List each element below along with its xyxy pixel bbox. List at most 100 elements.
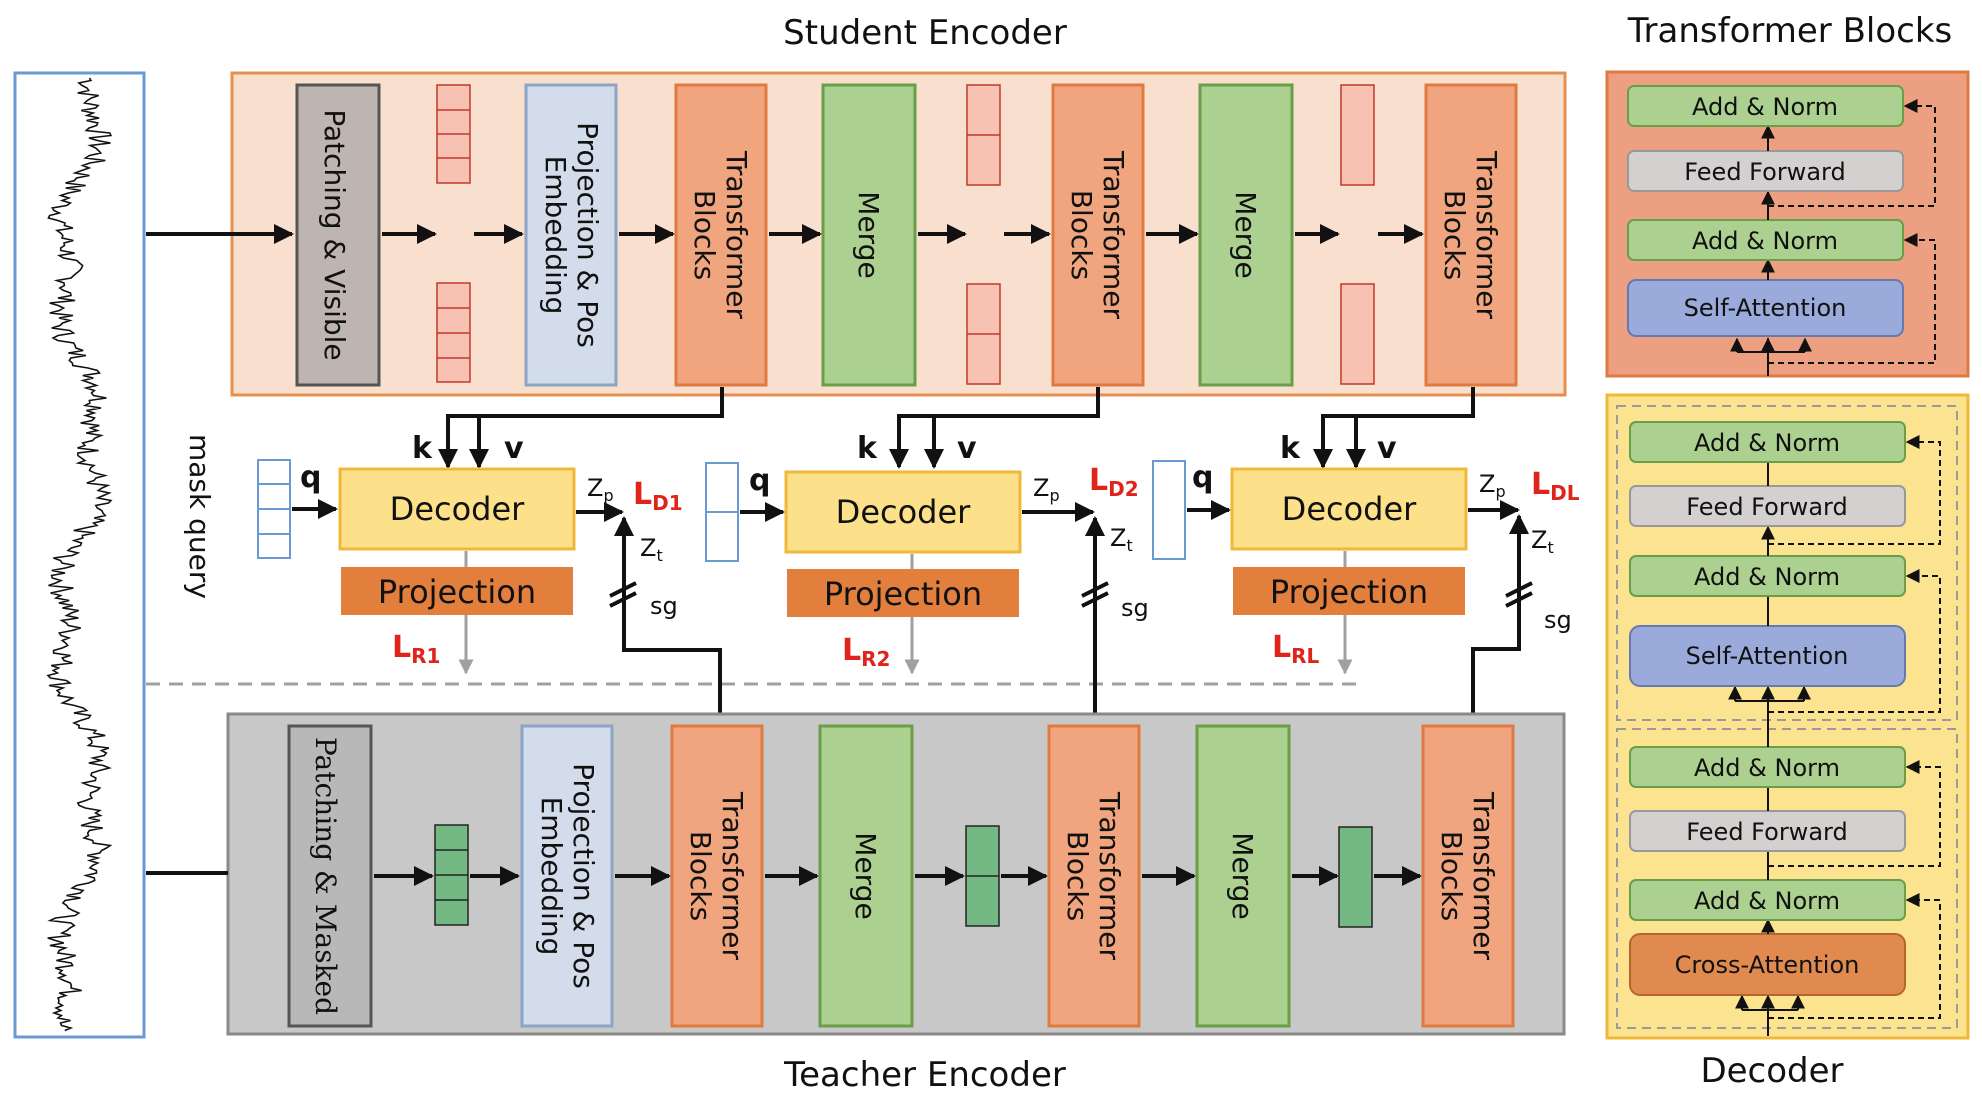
decoder-2 xyxy=(784,470,1022,554)
dec-add-norm-4-label: Add & Norm xyxy=(1694,429,1840,457)
student-projection-embedding xyxy=(524,83,618,387)
decoder-1 xyxy=(338,467,576,551)
projection-3-label: Projection xyxy=(1270,573,1428,611)
teacher-transformer-3-label-1: Transformer xyxy=(1467,791,1500,961)
student-transformer-2 xyxy=(1051,83,1145,387)
student-transformer-3-label-2: Blocks xyxy=(1438,190,1471,280)
k-label-1: k xyxy=(412,431,433,466)
mask-query-tokens-3 xyxy=(1152,460,1186,560)
student-patching-label: Patching & Visible xyxy=(318,109,351,360)
student-token-stack-2 xyxy=(966,84,1001,385)
mask-query-label: mask query xyxy=(183,434,216,599)
projection-2 xyxy=(787,569,1019,617)
zt-label-3: Zt xyxy=(1531,526,1554,557)
projection-1-label: Projection xyxy=(378,573,536,611)
input-time-series xyxy=(46,77,113,1032)
decoder-title: Decoder xyxy=(1700,1051,1843,1091)
projection-2-label: Projection xyxy=(824,575,982,613)
dec-feed-forward-2-label: Feed Forward xyxy=(1686,493,1847,521)
student-transformer-2-label-1: Transformer xyxy=(1097,150,1130,320)
transformer-blocks-title: Transformer Blocks xyxy=(1627,11,1953,51)
teacher-patching-block xyxy=(287,724,373,1028)
ldl-label: LDL xyxy=(1531,467,1580,505)
student-merge-1-label: Merge xyxy=(852,191,885,278)
student-patching-block xyxy=(295,83,381,387)
sg-label-1: sg xyxy=(650,592,678,620)
teacher-transformer-1-label-1: Transformer xyxy=(716,791,749,961)
tb-feed-forward-label: Feed Forward xyxy=(1684,158,1845,186)
zp-label-2: Zp xyxy=(1033,474,1060,505)
teacher-encoder-title: Teacher Encoder xyxy=(783,1055,1066,1094)
teacher-transformer-1-label-2: Blocks xyxy=(684,831,717,921)
v-label-1: v xyxy=(504,431,524,466)
teacher-merge-2-label: Merge xyxy=(1226,832,1259,919)
decoder-group-1: q Decoder Projection LR1 LD1 Zp Zt xyxy=(257,459,683,675)
zt-label-1: Zt xyxy=(640,534,663,565)
v-label-2: v xyxy=(957,431,977,466)
k-label-3: k xyxy=(1280,431,1301,466)
lr1-label: LR1 xyxy=(392,630,440,668)
student-transformer-1-label-1: Transformer xyxy=(720,150,753,320)
teacher-token-3 xyxy=(1338,826,1373,928)
student-proj-label-2: Embedding xyxy=(539,156,572,315)
tb-self-attention-label: Self-Attention xyxy=(1684,294,1847,322)
student-transformer-3 xyxy=(1424,83,1518,387)
zt-label-2: Zt xyxy=(1110,524,1133,555)
teacher-transformer-2-label-1: Transformer xyxy=(1093,791,1126,961)
teacher-transformer-1 xyxy=(670,724,764,1028)
decoder-group-2: q Decoder Projection LR2 LD2 Zp Zt xyxy=(705,462,1139,675)
input-series-frame xyxy=(13,71,146,1039)
tb-add-norm-1-label: Add & Norm xyxy=(1692,227,1838,255)
teacher-proj-label-2: Embedding xyxy=(535,797,568,956)
teacher-transformer-2-label-2: Blocks xyxy=(1061,831,1094,921)
student-merge-1 xyxy=(821,83,917,387)
student-transformer-2-label-2: Blocks xyxy=(1065,190,1098,280)
tb-panel-content: Self-Attention Add & Norm Feed Forward A… xyxy=(1627,85,1936,376)
projection-3 xyxy=(1233,567,1465,615)
projection-1 xyxy=(341,567,573,615)
sg-paths xyxy=(609,514,1533,714)
student-transformer-1-label-2: Blocks xyxy=(688,190,721,280)
q-label-2: q xyxy=(749,463,770,498)
decoder-group-3: q Decoder Projection LRL LDL Zp Zt xyxy=(1152,460,1580,675)
student-token-stack-1 xyxy=(436,84,471,383)
student-merge-2 xyxy=(1198,83,1294,387)
k-label-2: k xyxy=(857,431,878,466)
zp-label-1: Zp xyxy=(587,474,614,505)
ld2-label: LD2 xyxy=(1089,463,1139,501)
teacher-projection-embedding xyxy=(520,724,614,1028)
teacher-transformer-3-label-2: Blocks xyxy=(1435,831,1468,921)
student-merge-2-label: Merge xyxy=(1229,191,1262,278)
student-encoder-title: Student Encoder xyxy=(783,13,1067,53)
tb-add-norm-2-label: Add & Norm xyxy=(1692,93,1838,121)
decoder-3 xyxy=(1230,467,1468,551)
q-label-3: q xyxy=(1192,460,1213,495)
dec-add-norm-1-label: Add & Norm xyxy=(1694,887,1840,915)
lr2-label: LR2 xyxy=(842,633,890,671)
dec-self-attention-label: Self-Attention xyxy=(1686,642,1849,670)
teacher-transformer-2 xyxy=(1047,724,1141,1028)
teacher-patching-label: Patching & Masked xyxy=(309,737,342,1015)
dec-cross-attention-label: Cross-Attention xyxy=(1675,951,1860,979)
decoder-self-block xyxy=(1616,405,1958,721)
teacher-merge-1-label: Merge xyxy=(849,832,882,919)
teacher-proj-label-1: Projection & Pos xyxy=(567,763,600,989)
dec-feed-forward-1-label: Feed Forward xyxy=(1686,818,1847,846)
teacher-token-stack-1 xyxy=(434,824,469,926)
student-transformer-1 xyxy=(674,83,768,387)
tb-add-norm-2 xyxy=(1627,85,1904,127)
teacher-merge-2 xyxy=(1195,724,1291,1028)
dec-add-norm-4 xyxy=(1629,421,1906,463)
decoder-2-label: Decoder xyxy=(836,493,972,531)
student-token-3 xyxy=(1340,84,1375,385)
sg-label-3: sg xyxy=(1544,606,1572,634)
student-transformer-3-label-1: Transformer xyxy=(1470,150,1503,320)
lrl-label: LRL xyxy=(1272,630,1320,668)
tb-add-norm-1 xyxy=(1627,219,1904,261)
q-label-1: q xyxy=(300,460,321,495)
teacher-transformer-3 xyxy=(1421,724,1515,1028)
v-label-3: v xyxy=(1377,431,1397,466)
dec-panel-content: Cross-Attention Add & Norm Feed Forward … xyxy=(1629,421,1941,1036)
